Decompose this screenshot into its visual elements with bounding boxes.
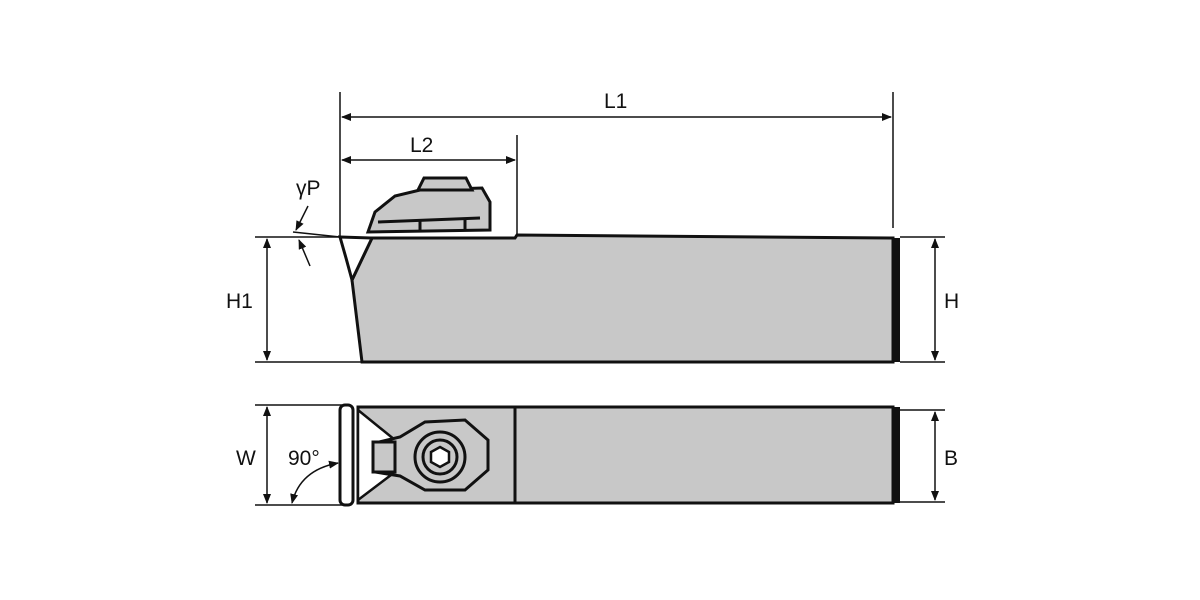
label-h: H	[944, 290, 959, 313]
end-cap-top	[893, 407, 900, 503]
label-b: B	[944, 447, 958, 470]
end-cap-side	[893, 238, 900, 362]
label-90-degrees: 90°	[288, 447, 320, 470]
insert-pocket	[337, 235, 375, 285]
label-h1: H1	[226, 290, 253, 313]
label-l2: L2	[410, 134, 433, 157]
dimensions-side	[255, 92, 945, 363]
side-view	[337, 176, 900, 364]
holder-body-side	[350, 233, 895, 364]
top-view	[338, 403, 900, 507]
label-l1: L1	[604, 90, 627, 113]
label-w: W	[236, 447, 256, 470]
label-gamma-p: γP	[296, 177, 321, 200]
angle-arc	[290, 460, 339, 504]
dimensions-top	[255, 404, 945, 506]
insert-tip	[338, 403, 355, 507]
clamp-top	[415, 176, 475, 192]
clamp	[365, 186, 492, 234]
hex-socket-icon	[429, 445, 451, 469]
